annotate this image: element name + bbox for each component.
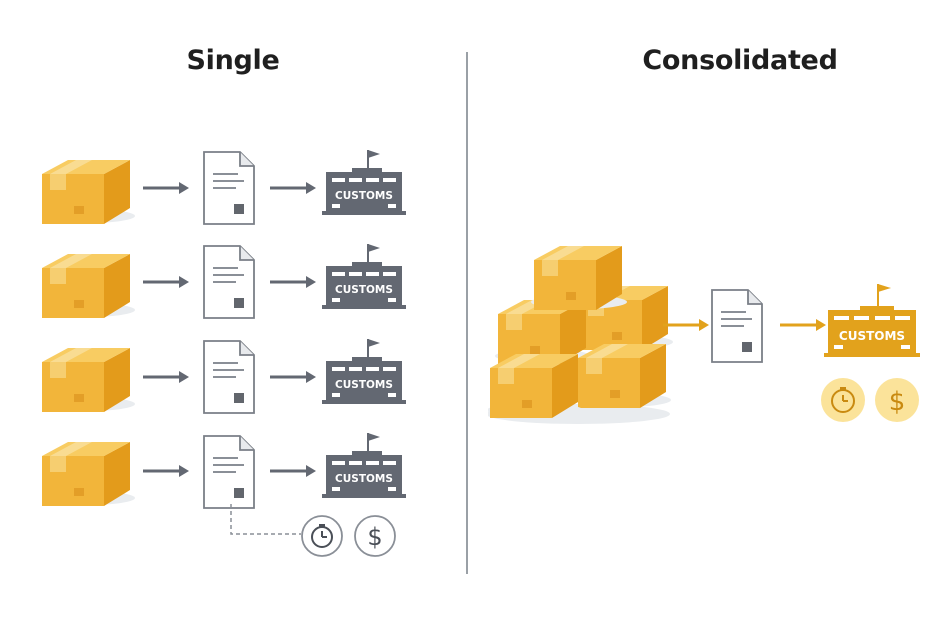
arrow-icon (270, 182, 318, 196)
clock-icon (821, 378, 865, 422)
single-title: Single (186, 45, 280, 76)
svg-text:$: $ (367, 523, 382, 551)
dollar-icon: $ (875, 378, 919, 422)
document-icon (711, 289, 763, 363)
customs-label: CUSTOMS (335, 473, 393, 485)
customs-building-icon: CUSTOMS (322, 150, 406, 215)
section-divider (466, 52, 468, 574)
dollar-icon: $ (354, 515, 396, 557)
dashed-connector (230, 504, 301, 535)
arrow-icon (780, 319, 826, 331)
customs-building-icon: CUSTOMS (322, 244, 406, 309)
arrow-icon (270, 371, 318, 385)
arrow-icon (270, 465, 318, 479)
customs-building-icon: CUSTOMS (322, 433, 406, 498)
customs-label: CUSTOMS (335, 190, 393, 202)
document-icon (203, 245, 255, 319)
arrow-icon (143, 465, 191, 479)
arrow-icon (143, 276, 191, 290)
arrow-icon (270, 276, 318, 290)
document-icon (203, 340, 255, 414)
package-box-icon (42, 348, 135, 412)
arrow-icon (143, 182, 191, 196)
package-box-icon (42, 442, 135, 506)
arrow-icon (663, 319, 709, 331)
customs-building-icon: CUSTOMS (824, 284, 920, 357)
consolidated-title: Consolidated (642, 45, 838, 76)
package-box-icon (42, 254, 135, 318)
arrow-icon (143, 371, 191, 385)
package-box-icon (42, 160, 135, 224)
svg-text:$: $ (889, 387, 906, 417)
consolidated-box-stack (488, 246, 673, 424)
customs-building-icon: CUSTOMS (322, 339, 406, 404)
customs-label: CUSTOMS (335, 284, 393, 296)
customs-label: CUSTOMS (335, 379, 393, 391)
customs-label: CUSTOMS (839, 329, 905, 343)
document-icon (203, 151, 255, 225)
clock-icon (301, 515, 343, 557)
